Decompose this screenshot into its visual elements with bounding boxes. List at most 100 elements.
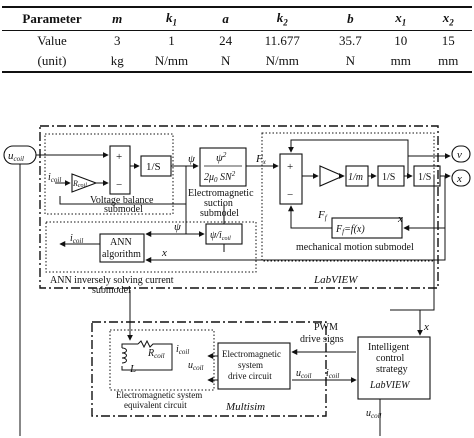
minus-sign-2: − bbox=[287, 189, 293, 201]
table-cell: N bbox=[323, 51, 378, 73]
suction-block bbox=[199, 147, 247, 187]
ann-boundary bbox=[45, 221, 257, 273]
psi-over-i-label: ψ/icoil bbox=[210, 230, 231, 242]
table-cell: N/mm bbox=[240, 51, 324, 73]
table-cell: mm bbox=[424, 51, 472, 73]
wire-v-feedback bbox=[288, 139, 409, 156]
l-circuit-label: L bbox=[129, 363, 136, 375]
ucoil-drive-label: ucoil bbox=[296, 368, 312, 380]
suction-num: ψ2 bbox=[216, 151, 227, 164]
intelligent-label-2: control bbox=[376, 353, 405, 364]
table-cell: (unit) bbox=[2, 51, 102, 73]
integrator-label-2: 1/S bbox=[382, 172, 395, 183]
ff-label: Ff bbox=[317, 209, 328, 222]
suction-label-2: suction bbox=[204, 198, 233, 209]
icoil-label-1: icoil bbox=[48, 172, 61, 184]
suction-den: 2μ0 SN2 bbox=[204, 170, 236, 184]
table-header-row: Parameter m k1 a k2 b x1 x2 bbox=[2, 6, 472, 31]
header-a: a bbox=[210, 6, 241, 31]
table-cell: N/mm bbox=[132, 51, 211, 73]
x-control-label: x bbox=[423, 321, 429, 333]
table-cell: kg bbox=[102, 51, 133, 73]
table-cell: Value bbox=[37, 33, 67, 48]
rcoil-circuit-label: Rcoil bbox=[147, 348, 165, 360]
equivalent-circuit-boundary bbox=[109, 329, 215, 391]
table-row: Value 3 1 24 11.677 35.7 10 15 bbox=[2, 31, 472, 52]
rl-circuit bbox=[121, 339, 173, 371]
ann-label: ANN bbox=[110, 237, 132, 248]
x-feedback-label: x bbox=[397, 213, 403, 225]
intelligent-control-block bbox=[357, 336, 431, 400]
labview-boundary bbox=[39, 125, 439, 289]
psi-label-2: ψ bbox=[174, 221, 181, 233]
wire-friction-to-sum bbox=[288, 205, 332, 229]
wire-x-to-control bbox=[390, 176, 435, 311]
table-cell: 3 bbox=[113, 33, 121, 48]
ann-current-label-1: ANN inversely solving current bbox=[50, 275, 174, 286]
mechanical-label: mechanical motion submodel bbox=[296, 242, 414, 253]
ucoil-bottom-label: ucoil bbox=[366, 408, 382, 420]
voltage-balance-boundary bbox=[44, 133, 174, 215]
table-cell: 24 bbox=[219, 33, 233, 48]
ucoil-circuit-label: ucoil bbox=[188, 360, 204, 372]
suction-label-3: submodel bbox=[200, 208, 239, 219]
wire-x-to-ann bbox=[145, 228, 446, 263]
header-x2: x2 bbox=[424, 6, 472, 31]
damping-gain bbox=[319, 165, 345, 187]
wire-x-to-friction bbox=[403, 176, 446, 231]
icoil-circuit-label: icoil bbox=[176, 344, 189, 356]
header-b: b bbox=[323, 6, 378, 31]
equiv-label-1: Electromagnetic system bbox=[116, 390, 202, 400]
wire-psi-feedback bbox=[59, 166, 187, 205]
intelligent-label-1: Intelligent bbox=[368, 342, 409, 353]
intelligent-label-3: strategy bbox=[376, 364, 408, 375]
ann-block bbox=[99, 233, 145, 263]
sum-block-force bbox=[279, 153, 303, 205]
pwm-label-1: PWM bbox=[314, 322, 338, 333]
drive-label-3: drive circuit bbox=[228, 371, 272, 381]
rcoil-gain bbox=[71, 173, 98, 193]
x-label-2: x bbox=[161, 247, 167, 259]
sum-block-voltage bbox=[109, 145, 131, 195]
icoil-label-2: icoil bbox=[70, 233, 83, 245]
table-cell: 35.7 bbox=[338, 33, 362, 48]
icoil-drive-label: icoil bbox=[326, 368, 339, 380]
psi-signal-label: ψ bbox=[188, 153, 195, 165]
multisim-boundary bbox=[91, 321, 327, 417]
fx-label: Fx bbox=[255, 153, 267, 166]
multisim-label: Multisim bbox=[225, 401, 265, 413]
drive-circuit-block bbox=[217, 342, 291, 390]
ann-algorithm-label: algorithm bbox=[102, 249, 141, 260]
header-k2: k2 bbox=[240, 6, 324, 31]
pwm-label-2: drive signs bbox=[300, 334, 344, 345]
rcoil-gain-label: Rcoil bbox=[72, 179, 87, 189]
header-m: m bbox=[102, 6, 133, 31]
integrator-label-1: 1/S bbox=[146, 161, 161, 173]
drive-label-2: system bbox=[238, 360, 263, 370]
voltage-balance-label-2: submodel bbox=[104, 204, 143, 215]
table-cell: N bbox=[210, 51, 241, 73]
drive-label-1: Electromagnetic bbox=[222, 349, 281, 359]
header-k1: k1 bbox=[132, 6, 211, 31]
intelligent-label-4: LabVIEW bbox=[369, 380, 411, 391]
table-row: (unit) kg N/mm N N/mm N mm mm bbox=[2, 51, 472, 73]
parameter-table: Parameter m k1 a k2 b x1 x2 Value 3 1 24… bbox=[2, 6, 472, 73]
voltage-balance-label-1: Voltage balance bbox=[90, 195, 154, 206]
x-label: x bbox=[456, 173, 462, 185]
v-label: v bbox=[457, 149, 462, 161]
table-cell: 15 bbox=[441, 33, 455, 48]
equiv-label-2: equivalent circuit bbox=[124, 400, 187, 410]
ann-current-label-2: submodel bbox=[92, 285, 131, 296]
table-cell: mm bbox=[377, 51, 425, 73]
plus-sign-1: + bbox=[116, 151, 122, 163]
table-cell: 10 bbox=[394, 33, 408, 48]
header-parameter: Parameter bbox=[2, 6, 102, 31]
table-cell: 1 bbox=[168, 33, 175, 48]
ucoil-label: ucoil bbox=[8, 150, 24, 163]
minus-sign-1: − bbox=[116, 179, 122, 191]
header-x1: x1 bbox=[377, 6, 425, 31]
labview-label: LabVIEW bbox=[313, 274, 358, 286]
inv-mass-label: 1/m bbox=[348, 172, 363, 183]
x-output-oval bbox=[451, 169, 471, 187]
